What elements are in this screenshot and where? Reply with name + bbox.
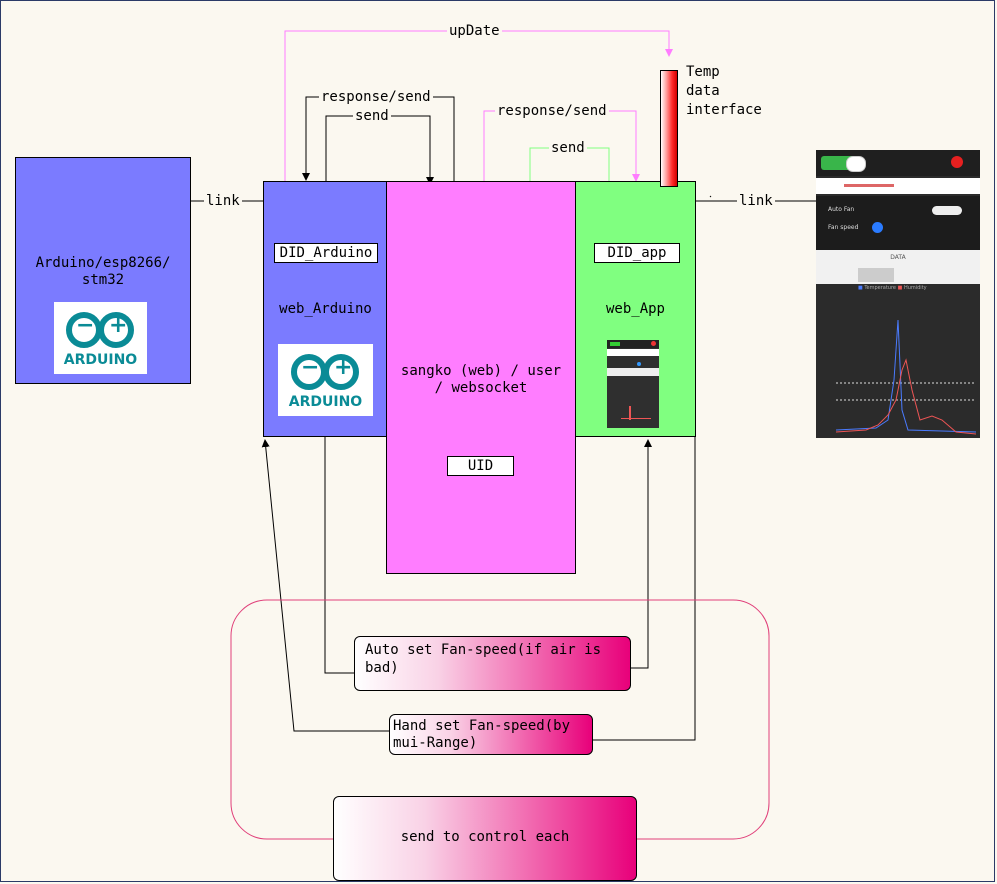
server-node: sangko (web) / user / websocket UID (386, 181, 576, 574)
update-label: upDate (447, 23, 502, 39)
link-right-label: link (737, 193, 775, 209)
web-app-label: web_App (605, 301, 665, 317)
power-icon (951, 156, 963, 168)
send-left-label: send (353, 108, 391, 124)
send-left-line (325, 115, 434, 185)
chart-legend: ■ Temperature ■ Humidity (858, 285, 927, 291)
send-right-label: send (549, 140, 587, 156)
link-left-label: link (204, 193, 242, 209)
send-to-control-each-label: send to control each (400, 829, 570, 845)
web-arduino-node: DID_Arduino web_Arduino − + ARDUINO (263, 181, 388, 437)
update-line (284, 30, 673, 182)
arduino-logo-right-ring (98, 312, 134, 348)
arduino-logo-text: ARDUINO (63, 352, 138, 368)
temp-data-interface-label: Temp data interface (686, 64, 762, 118)
auto-set-line-right (631, 439, 652, 669)
phone-app-screenshot: Auto Fan Fan speed DATA ■ Temperature ■ … (816, 150, 980, 438)
fan-speed-label: Fan speed (828, 224, 859, 231)
web-app-phone-thumbnail (607, 340, 659, 428)
mini-chart (835, 319, 977, 435)
hand-set-fan-speed-label: Hand set Fan-speed(by mui-Range) (393, 718, 571, 751)
auto-set-fan-speed-label: Auto set Fan-speed(if air is bad) (365, 642, 602, 676)
data-header: DATA (890, 254, 906, 261)
web-arduino-logo: − + ARDUINO (278, 344, 373, 416)
hand-set-fan-speed-box: Hand set Fan-speed(by mui-Range) (389, 714, 593, 755)
arduino-board-label: Arduino/esp8266/ stm32 (35, 255, 171, 288)
hand-set-line-right (593, 437, 696, 741)
hand-set-line-left (261, 439, 391, 732)
auto-set-fan-speed-box: Auto set Fan-speed(if air is bad) (354, 636, 631, 691)
uid-tag: UID (447, 456, 514, 476)
send-to-control-each-box: send to control each (333, 796, 637, 881)
auto-set-line-left (324, 437, 355, 674)
arduino-board-node: Arduino/esp8266/ stm32 − + ARDUINO (15, 157, 191, 384)
did-arduino-tag: DID_Arduino (274, 243, 378, 263)
web-arduino-logo-text: ARDUINO (288, 394, 363, 410)
response-send-right-label: response/send (495, 103, 609, 119)
response-send-left-label: response/send (319, 89, 433, 105)
arduino-logo: − + ARDUINO (54, 302, 147, 374)
web-arduino-label: web_Arduino (279, 301, 372, 317)
did-app-tag: DID_app (594, 243, 680, 263)
fan-speed-knob (872, 222, 883, 233)
temp-data-interface-bar (660, 70, 678, 187)
server-label: sangko (web) / user / websocket (400, 363, 562, 396)
auto-fan-label: Auto Fan (828, 206, 855, 213)
